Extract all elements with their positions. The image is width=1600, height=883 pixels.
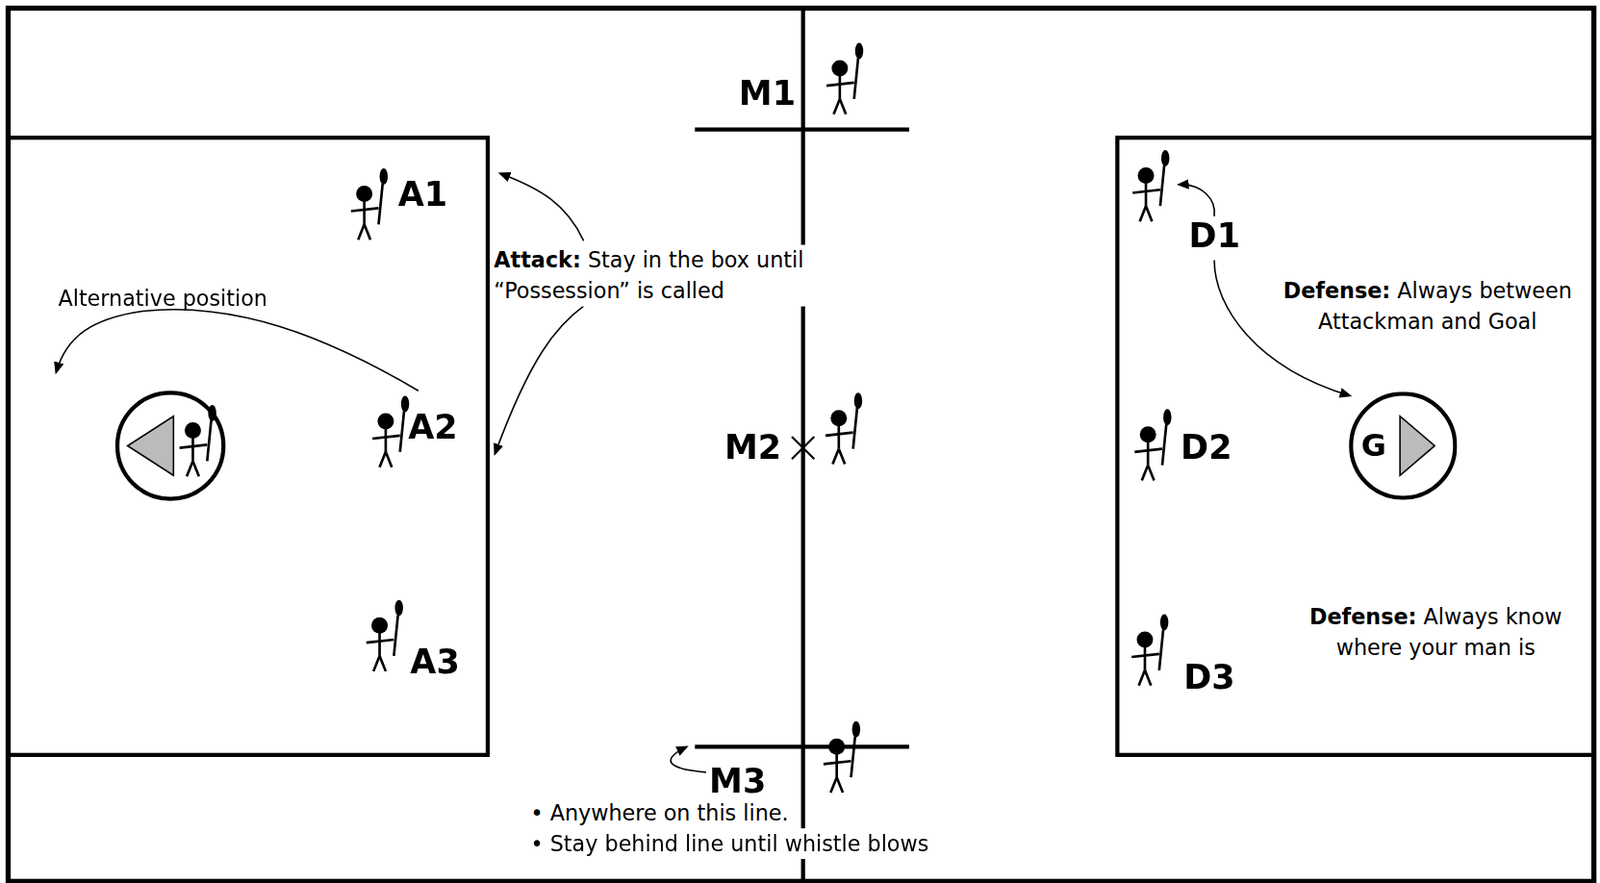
instruction-note: Defense: Always between Attackman and Go… [1265, 275, 1590, 337]
instruction-note: Defense: Always know where your man is [1287, 602, 1584, 664]
player-label: M3 [709, 763, 766, 798]
bullet-note: • Anywhere on this line. [531, 797, 789, 829]
note-heading: Defense: [1309, 605, 1418, 630]
player-label: D2 [1180, 431, 1232, 465]
instruction-note: Attack: Stay in the box until “Possessio… [493, 245, 862, 307]
player-label: A1 [398, 177, 448, 212]
note-heading: Attack: [493, 248, 581, 273]
goal-label: G [1361, 431, 1387, 462]
player-label: D1 [1189, 218, 1241, 253]
note-text: Alternative position [57, 283, 268, 315]
player-label: M2 [724, 431, 782, 465]
player-label: D3 [1183, 660, 1235, 694]
note-heading: Defense: [1283, 279, 1392, 304]
bullet-note: • Stay behind line until whistle blows [531, 828, 930, 860]
player-label: A2 [407, 409, 458, 444]
player-label: M1 [738, 76, 796, 111]
player-label: A3 [409, 644, 459, 679]
goal-circle: G [1348, 391, 1457, 500]
